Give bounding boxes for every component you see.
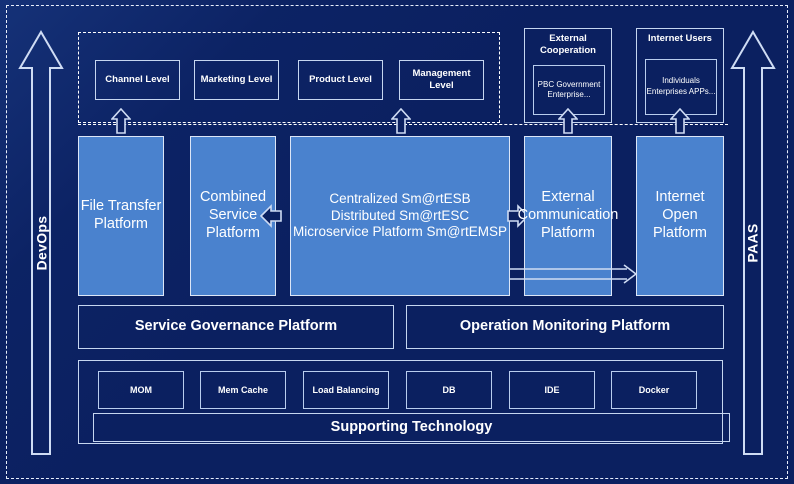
- platform-esb-line-2: Distributed Sm@rtESC: [330, 207, 470, 223]
- connector-arrow-esb-to-internet-open: [510, 264, 638, 286]
- tech-box-ide[interactable]: IDE: [509, 371, 595, 409]
- tech-box-mem-cache[interactable]: Mem Cache: [200, 371, 286, 409]
- supporting-technology-label: Supporting Technology: [330, 418, 493, 435]
- tech-box-docker[interactable]: Docker: [611, 371, 697, 409]
- platform-esb-line-1: Centralized Sm@rtESB: [329, 191, 471, 207]
- internet-users-inner-label: Individuals Enterprises APPs...: [646, 76, 716, 96]
- service-governance-label: Service Governance Platform: [134, 318, 338, 335]
- platform-file-transfer[interactable]: File Transfer Platform: [78, 136, 164, 296]
- supporting-technology-container: [78, 360, 723, 444]
- level-box-product[interactable]: Product Level: [298, 60, 383, 100]
- business-level-group: [78, 32, 500, 123]
- tech-label: MOM: [130, 384, 152, 395]
- platform-label: File Transfer Platform: [80, 198, 162, 232]
- level-box-management[interactable]: Management Level: [399, 60, 484, 100]
- up-arrow-icon-channel: [111, 108, 131, 134]
- tech-label: Load Balancing: [312, 384, 380, 395]
- external-cooperation-inner-label: PBC Government Enterprise...: [537, 79, 601, 99]
- platform-esb-lines: Centralized Sm@rtESB Distributed Sm@rtES…: [293, 191, 507, 240]
- platform-internet-open[interactable]: Internet Open Platform: [636, 136, 724, 296]
- tech-box-mom[interactable]: MOM: [98, 371, 184, 409]
- internet-users-inner-box: Individuals Enterprises APPs...: [645, 59, 717, 115]
- devops-arrow: DevOps: [18, 28, 64, 458]
- tech-box-db[interactable]: DB: [406, 371, 492, 409]
- outer-dashed-frame: [6, 5, 788, 479]
- up-arrow-icon-external: [558, 108, 578, 134]
- level-label: Channel Level: [105, 74, 170, 86]
- tech-label: Mem Cache: [217, 384, 269, 395]
- platform-esb-suite[interactable]: Centralized Sm@rtESB Distributed Sm@rtES…: [290, 136, 510, 296]
- level-box-marketing[interactable]: Marketing Level: [194, 60, 279, 100]
- platform-esb-line-3: Microservice Platform Sm@rtEMSP: [293, 224, 507, 240]
- platform-label: External Communication Platform: [517, 189, 619, 241]
- up-arrow-icon-internet: [670, 108, 690, 134]
- paas-arrow: PAAS: [730, 28, 776, 458]
- platform-label: Internet Open Platform: [653, 189, 707, 241]
- tech-label: DB: [442, 384, 456, 395]
- platform-label: Combined Service Platform: [199, 189, 267, 241]
- tech-label: Docker: [638, 384, 670, 395]
- arrow-right-icon-esb-to-extcomm: [507, 203, 529, 229]
- internet-users-title: Internet Users: [648, 33, 712, 44]
- tech-box-load-balancing[interactable]: Load Balancing: [303, 371, 389, 409]
- up-arrow-icon-management: [391, 108, 411, 134]
- external-cooperation-title: External Cooperation: [540, 33, 596, 56]
- level-label: Product Level: [309, 74, 372, 86]
- service-governance-platform[interactable]: Service Governance Platform: [78, 305, 394, 349]
- operation-monitoring-label: Operation Monitoring Platform: [459, 318, 671, 335]
- operation-monitoring-platform[interactable]: Operation Monitoring Platform: [406, 305, 724, 349]
- level-box-channel[interactable]: Channel Level: [95, 60, 180, 100]
- tech-label: IDE: [544, 384, 560, 395]
- arrow-left-icon-esb-to-combined: [260, 203, 282, 229]
- level-label: Management Level: [412, 68, 471, 91]
- supporting-technology-bar[interactable]: Supporting Technology: [93, 413, 730, 442]
- level-label: Marketing Level: [200, 74, 273, 86]
